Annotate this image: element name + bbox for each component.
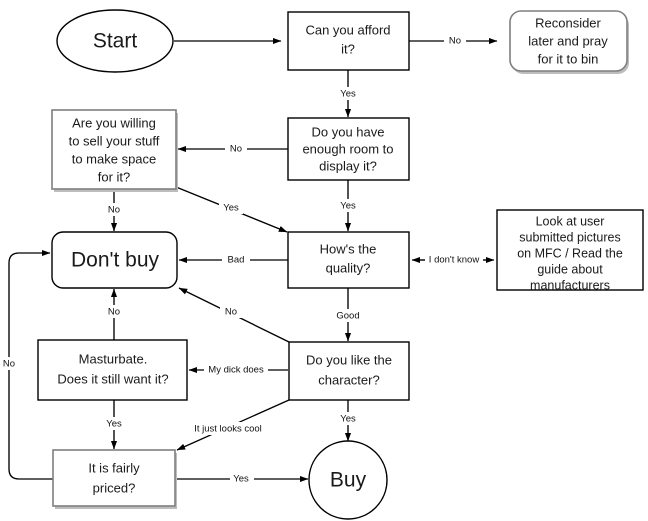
node-priced-line1: It is fairly — [88, 460, 140, 475]
node-room-line2: enough room to — [302, 141, 393, 156]
edge-character-mydick: My dick does — [188, 363, 288, 376]
node-character-line1: Do you like the — [306, 352, 392, 367]
edge-sell-yes: Yes — [175, 186, 288, 233]
edge-label-masturbate-no: No — [108, 307, 120, 318]
node-priced-line2: priced? — [93, 480, 136, 495]
node-masturbate[interactable]: Masturbate. Does it still want it? — [37, 339, 188, 401]
node-masturbate-line2: Does it still want it? — [57, 371, 168, 386]
edge-label-character-mydick: My dick does — [208, 365, 264, 376]
edge-quality-good: Good — [333, 287, 364, 342]
node-mfc-line2: submitted pictures — [519, 230, 620, 244]
edge-label-room-yes: Yes — [340, 201, 356, 212]
edge-label-priced-yes: Yes — [233, 474, 249, 485]
node-do-you-like-the-character[interactable]: Do you like the character? — [288, 341, 410, 401]
edge-label-room-no: No — [230, 144, 242, 155]
edge-masturbate-yes: Yes — [103, 400, 127, 450]
edge-afford-yes: Yes — [337, 70, 361, 118]
edge-quality-idk: I don't know — [411, 253, 495, 266]
node-mfc-line5: manufacturers — [530, 278, 610, 292]
edge-label-sell-no: No — [108, 205, 120, 216]
edge-character-no: No — [178, 287, 290, 343]
node-quality-line2: quality? — [326, 260, 371, 275]
edge-quality-bad: Bad — [178, 253, 288, 266]
node-reconsider-line2: later and pray — [528, 33, 608, 48]
node-start[interactable]: Start — [56, 9, 174, 73]
edge-label-quality-bad: Bad — [228, 255, 245, 266]
node-room-line3: display it? — [319, 158, 377, 173]
node-afford-line1: Can you afford — [305, 22, 390, 37]
edge-room-no: No — [177, 142, 288, 155]
node-dontbuy-label: Don't buy — [71, 249, 160, 272]
node-it-is-fairly-priced[interactable]: It is fairly priced? — [52, 449, 177, 509]
edge-afford-no: No — [409, 34, 498, 47]
node-start-label: Start — [93, 30, 138, 53]
node-mfc-line4: guide about — [537, 262, 603, 276]
node-hows-the-quality[interactable]: How's the quality? — [287, 231, 410, 289]
node-mfc-line1: Look at user — [536, 214, 605, 228]
node-quality-line1: How's the — [320, 241, 377, 256]
edge-label-quality-idk: I don't know — [429, 255, 480, 266]
edge-label-quality-good: Good — [336, 311, 359, 322]
edge-priced-no-loop: No — [0, 249, 53, 480]
edge-priced-yes: Yes — [175, 472, 309, 485]
edge-character-cool: It just looks cool — [176, 399, 290, 451]
node-character-line2: character? — [318, 372, 379, 387]
node-can-you-afford[interactable]: Can you afford it? — [287, 11, 410, 71]
edge-label-sell-yes: Yes — [223, 203, 239, 214]
node-buy-label: Buy — [330, 469, 367, 492]
node-sell-line2: to sell your stuff — [69, 133, 160, 148]
node-are-you-willing-to-sell[interactable]: Are you willing to sell your stuff to ma… — [51, 109, 178, 192]
edge-masturbate-no: No — [104, 288, 125, 340]
node-reconsider[interactable]: Reconsider later and pray for it to bin — [509, 10, 629, 74]
node-look-at-mfc[interactable]: Look at user submitted pictures on MFC /… — [496, 209, 644, 292]
edge-label-afford-no: No — [449, 36, 461, 47]
node-sell-line1: Are you willing — [72, 115, 156, 130]
edge-label-afford-yes: Yes — [340, 89, 356, 100]
node-reconsider-line3: for it to bin — [538, 51, 599, 66]
node-masturbate-line1: Masturbate. — [79, 351, 148, 366]
edge-label-character-cool: It just looks cool — [194, 424, 262, 435]
edge-character-yes: Yes — [337, 399, 361, 442]
edge-label-character-yes: Yes — [340, 414, 356, 425]
edge-sell-no: No — [104, 190, 125, 232]
node-sell-line3: to make space — [72, 151, 157, 166]
edge-room-yes: Yes — [337, 180, 361, 232]
edge-label-character-no: No — [225, 307, 237, 318]
node-reconsider-line1: Reconsider — [535, 15, 601, 30]
edge-label-masturbate-yes: Yes — [106, 419, 122, 430]
node-afford-line2: it? — [341, 41, 355, 56]
edge-label-priced-no: No — [3, 359, 15, 370]
node-enough-room[interactable]: Do you have enough room to display it? — [287, 117, 410, 181]
node-mfc-line3: on MFC / Read the — [517, 246, 623, 260]
node-buy[interactable]: Buy — [308, 440, 388, 520]
node-sell-line4: for it? — [98, 169, 131, 184]
node-dont-buy[interactable]: Don't buy — [51, 231, 178, 289]
node-room-line1: Do you have — [312, 124, 385, 139]
